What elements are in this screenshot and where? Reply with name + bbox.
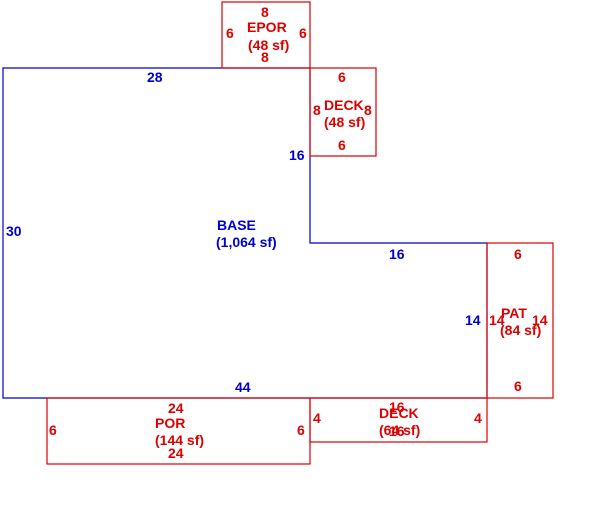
deck-lower-dim-right: 4 — [474, 410, 482, 426]
base-outline — [2, 67, 488, 399]
epor-dim-top: 8 — [261, 4, 269, 20]
deck-upper-outline — [309, 67, 377, 157]
deck-upper-dim-bottom: 6 — [338, 137, 346, 153]
deck-lower-outline — [309, 397, 488, 443]
base-dim-bottom: 44 — [235, 379, 251, 395]
por-dim-left: 6 — [49, 422, 57, 438]
por-dim-right: 6 — [297, 422, 305, 438]
deck-lower-label: DECK — [379, 405, 419, 421]
epor-dim-left: 6 — [226, 25, 234, 41]
deck-upper-label: DECK — [324, 97, 364, 113]
epor-label: EPOR — [247, 19, 287, 35]
deck-upper-dim-left: 8 — [313, 102, 321, 118]
por-label: POR — [155, 415, 185, 431]
base-area: (1,064 sf) — [216, 234, 277, 250]
base-label: BASE — [217, 217, 256, 233]
deck-lower-area: (64 sf) — [379, 422, 420, 438]
epor-area: (48 sf) — [248, 37, 289, 53]
por-area: (144 sf) — [155, 432, 204, 448]
por-dim-bottom: 24 — [168, 445, 184, 461]
pat-dim-bottom: 6 — [514, 378, 522, 394]
pat-outline — [486, 242, 554, 399]
deck-upper-area: (48 sf) — [324, 114, 365, 130]
base-dim-left: 30 — [6, 223, 22, 239]
deck-lower-dim-top: 16 — [389, 399, 405, 415]
epor-dim-right: 6 — [299, 25, 307, 41]
base-dim-notch-horizontal: 16 — [389, 246, 405, 262]
epor-outline — [221, 1, 311, 69]
deck-lower-dim-bottom: 16 — [389, 423, 405, 439]
pat-dim-right: 14 — [532, 312, 548, 328]
deck-upper-dim-top: 6 — [338, 69, 346, 85]
base-dim-notch-vertical: 16 — [289, 147, 305, 163]
por-dim-top: 24 — [168, 400, 184, 416]
base-dim-top: 28 — [147, 69, 163, 85]
pat-area: (84 sf) — [500, 322, 541, 338]
base-dim-right: 14 — [465, 312, 481, 328]
pat-dim-top: 6 — [514, 246, 522, 262]
pat-label: PAT — [501, 305, 527, 321]
deck-upper-dim-right: 8 — [364, 102, 372, 118]
deck-lower-dim-left: 4 — [313, 410, 321, 426]
epor-dim-bottom: 8 — [261, 49, 269, 65]
pat-dim-left: 14 — [489, 312, 505, 328]
